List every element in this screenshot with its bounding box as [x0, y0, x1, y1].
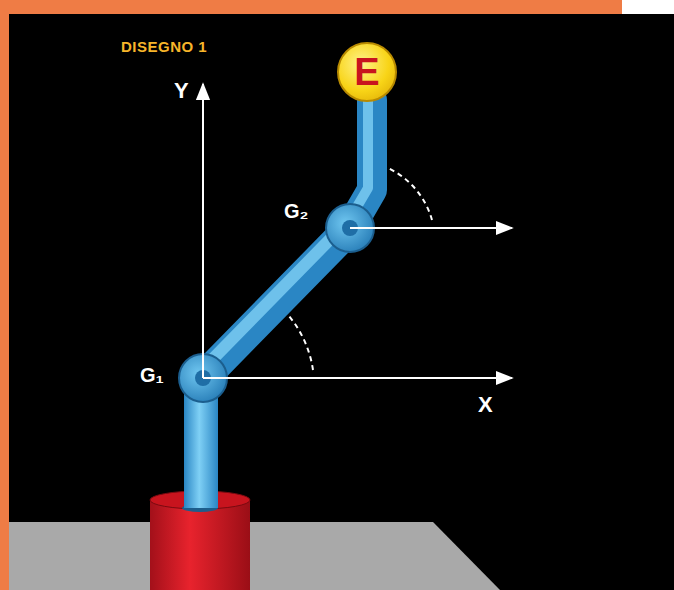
y-axis	[202, 84, 204, 378]
angle-arc-1	[289, 316, 313, 370]
node-letter: E	[354, 53, 379, 91]
floor-plane	[9, 522, 500, 590]
joint-label: G₂	[284, 200, 308, 223]
axis-label: X	[478, 392, 493, 418]
g2-reference-axis	[350, 227, 512, 229]
black-panel	[622, 14, 674, 590]
upper-arm	[203, 228, 350, 378]
axis-label: Y	[174, 78, 189, 104]
base-cylinder	[150, 500, 250, 590]
upper-arm-highlight	[200, 223, 346, 372]
end-effector-circle: E	[337, 42, 397, 102]
figure-title: DISEGNO 1	[121, 38, 207, 55]
angle-arc-2	[388, 168, 432, 220]
x-axis	[203, 377, 512, 379]
top-band	[0, 0, 622, 14]
left-band	[0, 0, 9, 590]
joint-label: G₁	[140, 364, 164, 387]
black-panel	[9, 14, 674, 590]
